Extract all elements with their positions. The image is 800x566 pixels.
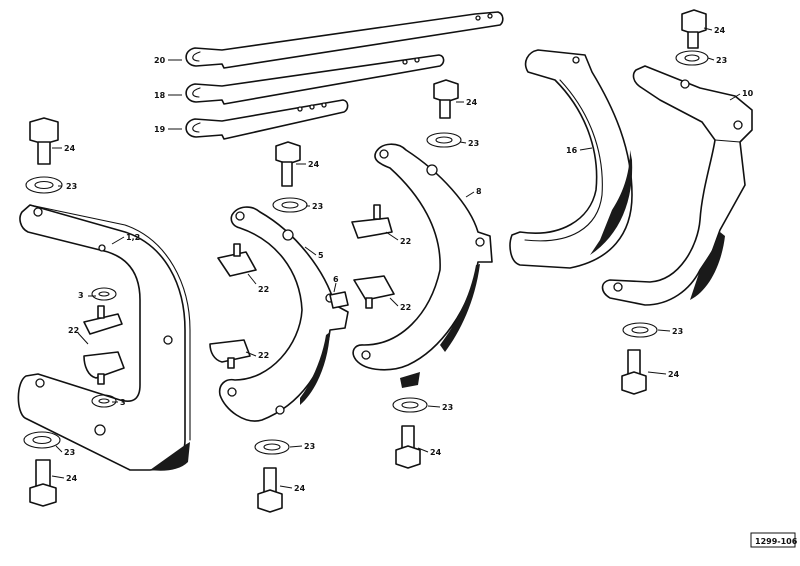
shift-fork-10 — [601, 65, 753, 306]
callout-8: 8 — [476, 187, 482, 196]
callout-24-left-top: 24 — [64, 144, 76, 153]
callout-24-mid-bottom: 24 — [294, 484, 306, 493]
shift-rod-20 — [185, 11, 504, 69]
callout-24-left-bottom: 24 — [66, 474, 78, 483]
callout-22-fork12: 22 — [68, 326, 79, 335]
callout-22-fork5-upper: 22 — [258, 285, 269, 294]
callout-18: 18 — [154, 91, 166, 100]
shift-rod-18 — [185, 54, 445, 105]
reference-code: 1299-106 — [755, 537, 798, 546]
callout-6: 6 — [333, 275, 339, 284]
slider-pad-22 — [83, 204, 395, 385]
leader-lines — [51, 27, 741, 489]
callout-23-right-top: 23 — [716, 56, 727, 65]
callout-23-right-bottom: 23 — [672, 327, 683, 336]
washer-3 — [91, 287, 117, 408]
callout-22-fork8-lower: 22 — [400, 303, 411, 312]
callout-23-left-top: 23 — [66, 182, 77, 191]
callout-22-fork5-lower: 22 — [258, 351, 269, 360]
callout-24-center-top: 24 — [466, 98, 478, 107]
callout-3-lower: 3 — [120, 398, 126, 407]
reference-code-box: 1299-106 — [750, 532, 798, 548]
callout-19: 19 — [154, 125, 166, 134]
callout-23-left-bottom: 23 — [64, 448, 75, 457]
callout-16: 16 — [566, 146, 578, 155]
callout-23-mid-top: 23 — [312, 202, 323, 211]
callout-24-right-bottom: 24 — [668, 370, 680, 379]
bolt-24 — [29, 9, 707, 513]
callout-1-2: 1,2 — [126, 233, 140, 242]
shift-fork-8 — [352, 143, 493, 388]
callout-5: 5 — [318, 251, 324, 260]
lock-washer-23 — [23, 50, 709, 455]
callout-10: 10 — [742, 89, 754, 98]
shift-fork-1-2 — [17, 204, 191, 471]
callout-24-center-bottom: 24 — [430, 448, 442, 457]
callout-24-mid-top: 24 — [308, 160, 320, 169]
callout-20: 20 — [154, 56, 166, 65]
shift-fork-5 — [218, 206, 349, 422]
callout-24-right-top: 24 — [714, 26, 726, 35]
callout-23-center-top: 23 — [468, 139, 479, 148]
callout-23-mid-bottom: 23 — [304, 442, 315, 451]
callout-23-center-bottom: 23 — [442, 403, 453, 412]
shift-rod-19 — [185, 99, 349, 140]
callout-3-upper: 3 — [78, 291, 84, 300]
shift-fork-16 — [509, 49, 633, 269]
callout-22-fork8-upper: 22 — [400, 237, 411, 246]
